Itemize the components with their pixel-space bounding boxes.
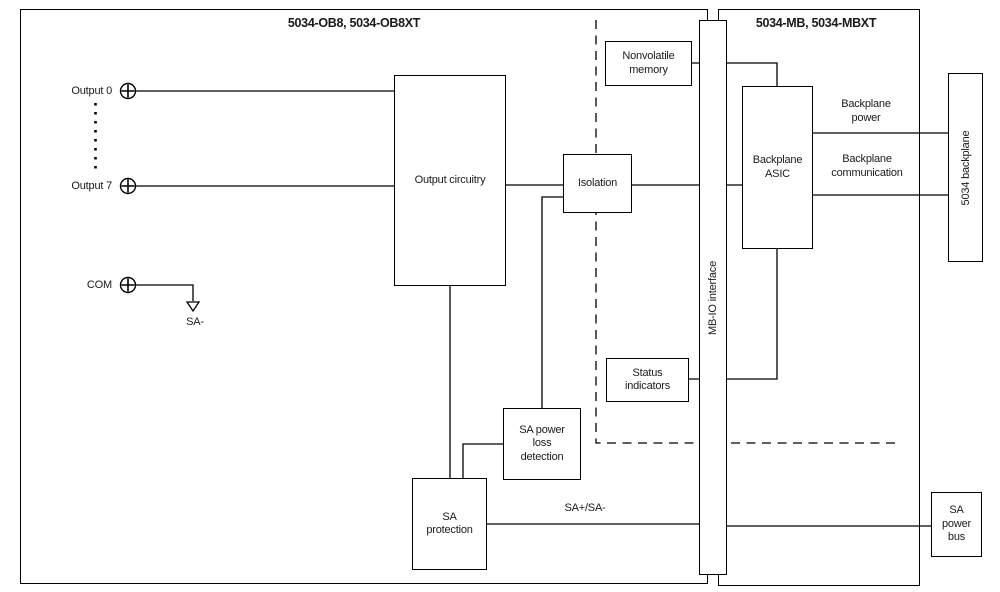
left-module-title: 5034-OB8, 5034-OB8XT: [287, 16, 421, 30]
screw-terminal-icon: [119, 82, 137, 100]
mb-io-interface-block: MB-IO interface: [699, 20, 727, 575]
screw-terminal-icon: [119, 276, 137, 294]
wire-isolation-sense: [541, 196, 563, 408]
backplane-5034-block: 5034 backplane: [948, 73, 983, 262]
sa-reference-arrow-icon: [185, 301, 201, 313]
com-label: COM: [86, 279, 112, 291]
sa-minus-label: SA-: [186, 316, 204, 328]
sa-power-loss-detection-block: SA power loss detection: [503, 408, 581, 480]
backplane-asic-block: Backplane ASIC: [742, 86, 813, 249]
terminal-icons: [119, 82, 201, 313]
sa-power-bus-block: SA power bus: [931, 492, 982, 557]
nonvolatile-memory-block: Nonvolatile memory: [605, 41, 692, 86]
backplane-5034-label: 5034 backplane: [959, 130, 972, 205]
backplane-comm-label: Backplane communication: [831, 153, 903, 179]
sa-protection-block: SA protection: [412, 478, 487, 570]
output-circuitry-block: Output circuitry: [394, 75, 506, 286]
status-indicators-block: Status indicators: [606, 358, 689, 402]
wire-com: [136, 284, 194, 301]
screw-terminal-icon: [119, 177, 137, 195]
right-module-title: 5034-MB, 5034-MBXT: [755, 16, 877, 30]
output0-label: Output 0: [71, 85, 112, 97]
mb-io-interface-label: MB-IO interface: [707, 260, 719, 335]
backplane-power-label: Backplane power: [841, 98, 891, 124]
sa-bus-label: SA+/SA-: [564, 502, 606, 514]
wire-loss-protection: [462, 443, 503, 478]
isolation-block: Isolation: [563, 154, 632, 213]
output7-label: Output 7: [71, 180, 112, 192]
module-ob8-boundary: [20, 9, 708, 584]
